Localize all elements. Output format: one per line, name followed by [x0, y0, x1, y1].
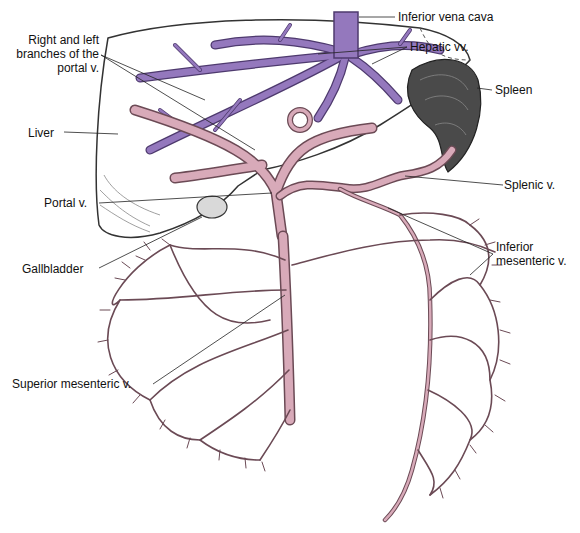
- inferior-mesenteric-vein: [292, 189, 510, 520]
- gallbladder-shape: [197, 196, 227, 218]
- part-label: Hepatic vv.: [410, 40, 520, 54]
- leader-lines: [64, 17, 503, 384]
- spleen-shading: [420, 75, 468, 135]
- superior-mesenteric-vein: [98, 236, 290, 471]
- part-label: Liver: [28, 126, 68, 140]
- portal-vein: [135, 110, 372, 236]
- part-label: Right and left branches of the portal v.: [6, 33, 99, 75]
- part-label: Superior mesenteric v.: [12, 377, 152, 391]
- part-label: Spleen: [495, 83, 575, 97]
- liver-shading: [100, 175, 160, 232]
- part-label: Portal v.: [44, 196, 104, 210]
- part-label: Inferior vena cava: [398, 10, 548, 24]
- part-label: Gallbladder: [22, 262, 102, 276]
- part-label: Splenic v.: [504, 178, 576, 192]
- part-label: Inferior mesenteric v.: [496, 240, 576, 268]
- splenic-vein: [280, 150, 452, 196]
